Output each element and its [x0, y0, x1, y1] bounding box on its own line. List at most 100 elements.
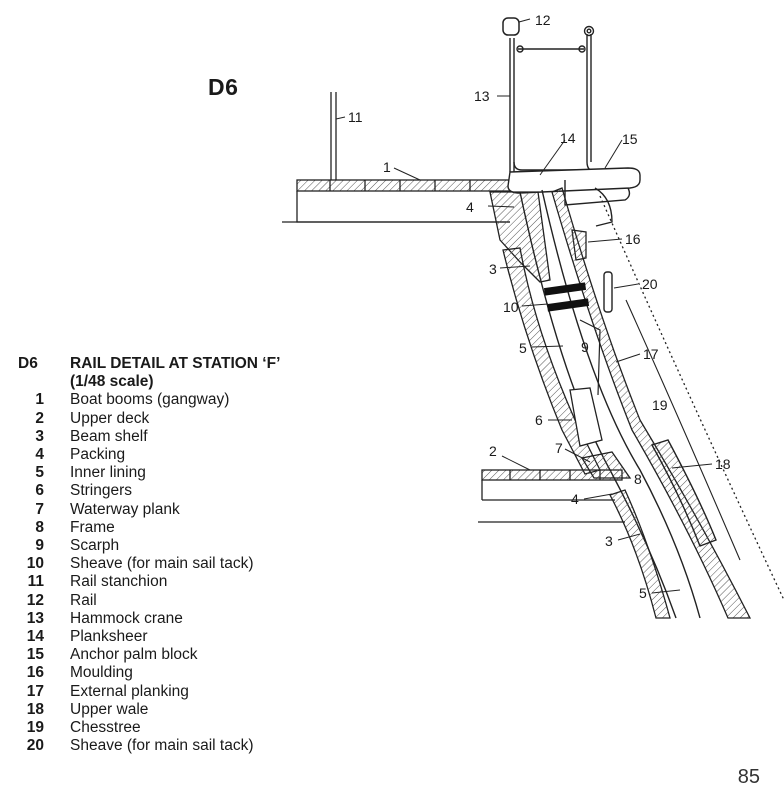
legend-number: 1 [35, 391, 44, 409]
sheave-main-sail-tack [603, 271, 613, 313]
legend-number: 14 [26, 628, 44, 646]
callout-11: 11 [348, 109, 363, 125]
gangway-deck [282, 179, 513, 223]
legend-item: 6 Stringers [18, 482, 338, 500]
callout-2: 2 [489, 443, 497, 459]
callout-16: 16 [625, 231, 641, 247]
callout-9: 9 [581, 339, 589, 355]
callout-3b: 3 [605, 533, 613, 549]
callout-12: 12 [535, 12, 551, 28]
legend-number: 18 [26, 700, 44, 718]
page-number: 85 [737, 766, 760, 788]
caption-scale: (1/48 scale) [70, 373, 154, 391]
legend-number: 17 [26, 682, 44, 700]
callout-13: 13 [474, 88, 490, 104]
legend-number: 3 [35, 427, 44, 445]
callout-15: 15 [622, 131, 638, 147]
legend-number: 11 [27, 573, 44, 591]
legend-number: 19 [26, 719, 44, 737]
legend-label: Upper deck [70, 409, 150, 427]
legend-item: 20 Sheave (for main sail tack) [18, 737, 338, 755]
legend-number: 6 [35, 482, 44, 500]
legend-item: 2 Upper deck [18, 410, 338, 428]
legend-number: 15 [26, 646, 44, 664]
legend-item: 12 Rail [18, 592, 338, 610]
hammock-crane [509, 25, 620, 173]
legend-label: Rail stanchion [70, 573, 168, 591]
legend-label: External planking [70, 682, 189, 700]
callout-4b: 4 [571, 491, 579, 507]
scarph [579, 319, 601, 396]
legend-label: Beam shelf [70, 427, 148, 445]
legend-item: 19 Chesstree [18, 719, 338, 737]
external-planking [551, 187, 784, 619]
legend-number: 20 [26, 737, 44, 755]
leader-lines [335, 18, 713, 594]
legend-number: 12 [26, 591, 44, 609]
callout-8: 8 [634, 471, 642, 487]
callout-6: 6 [535, 412, 543, 428]
legend-label: Scarph [70, 537, 120, 555]
legend-label: Hammock crane [70, 609, 183, 627]
legend-item: 16 Moulding [18, 664, 338, 682]
figure-id: D6 [208, 74, 239, 100]
legend-number: 5 [35, 464, 44, 482]
rail [502, 17, 520, 36]
upper-deck [478, 451, 632, 523]
caption-id: D6 [18, 355, 38, 372]
chesstree [625, 299, 741, 561]
callout-19: 19 [652, 397, 668, 413]
callout-10: 10 [503, 299, 519, 315]
legend-number: 8 [35, 518, 44, 536]
callout-3a: 3 [489, 261, 497, 277]
legend-item: 3 Beam shelf [18, 428, 338, 446]
legend-label: Rail [70, 591, 97, 609]
legend-label: Chesstree [70, 719, 141, 737]
callout-14: 14 [560, 130, 576, 146]
caption-title: RAIL DETAIL AT STATION ‘F’ [70, 355, 281, 372]
legend-item: 5 Inner lining [18, 464, 338, 482]
legend-label: Stringers [70, 482, 133, 500]
rail-stanchion [330, 92, 337, 180]
caption-header: D6 RAIL DETAIL AT STATION ‘F’ [18, 355, 338, 373]
legend-label: Moulding [70, 664, 133, 682]
legend-label: Frame [70, 518, 115, 536]
legend-item: 9 Scarph [18, 537, 338, 555]
callout-1: 1 [383, 159, 391, 175]
legend-label: Sheave (for main sail tack) [70, 737, 254, 755]
callout-18: 18 [715, 456, 731, 472]
legend-label: Planksheer [70, 628, 148, 646]
legend-number: 9 [35, 537, 44, 555]
legend-item: 11 Rail stanchion [18, 573, 338, 591]
callout-labels: 1 2 3 3 4 4 5 5 6 7 8 9 10 11 12 13 14 1… [348, 12, 731, 601]
legend-number: 2 [35, 409, 44, 427]
callout-17: 17 [643, 346, 659, 362]
callout-5b: 5 [639, 585, 647, 601]
legend-number: 16 [26, 664, 44, 682]
legend-item: 7 Waterway plank [18, 501, 338, 519]
legend-item: 14 Planksheer [18, 628, 338, 646]
legend-label: Waterway plank [70, 500, 180, 518]
callout-5a: 5 [519, 340, 527, 356]
callout-4a: 4 [466, 199, 474, 215]
legend-label: Packing [70, 446, 126, 464]
legend-number: 7 [35, 500, 44, 518]
callout-7: 7 [555, 440, 563, 456]
legend-label: Inner lining [70, 464, 146, 482]
legend-item: 8 Frame [18, 519, 338, 537]
legend-item: 17 External planking [18, 683, 338, 701]
figure-caption: D6 RAIL DETAIL AT STATION ‘F’ (1/48 scal… [18, 355, 338, 755]
callout-20: 20 [642, 276, 658, 292]
upper-wale [650, 439, 717, 547]
sheave [543, 282, 590, 312]
legend-item: 13 Hammock crane [18, 610, 338, 628]
legend-number: 13 [26, 609, 44, 627]
legend-number: 10 [26, 555, 44, 573]
